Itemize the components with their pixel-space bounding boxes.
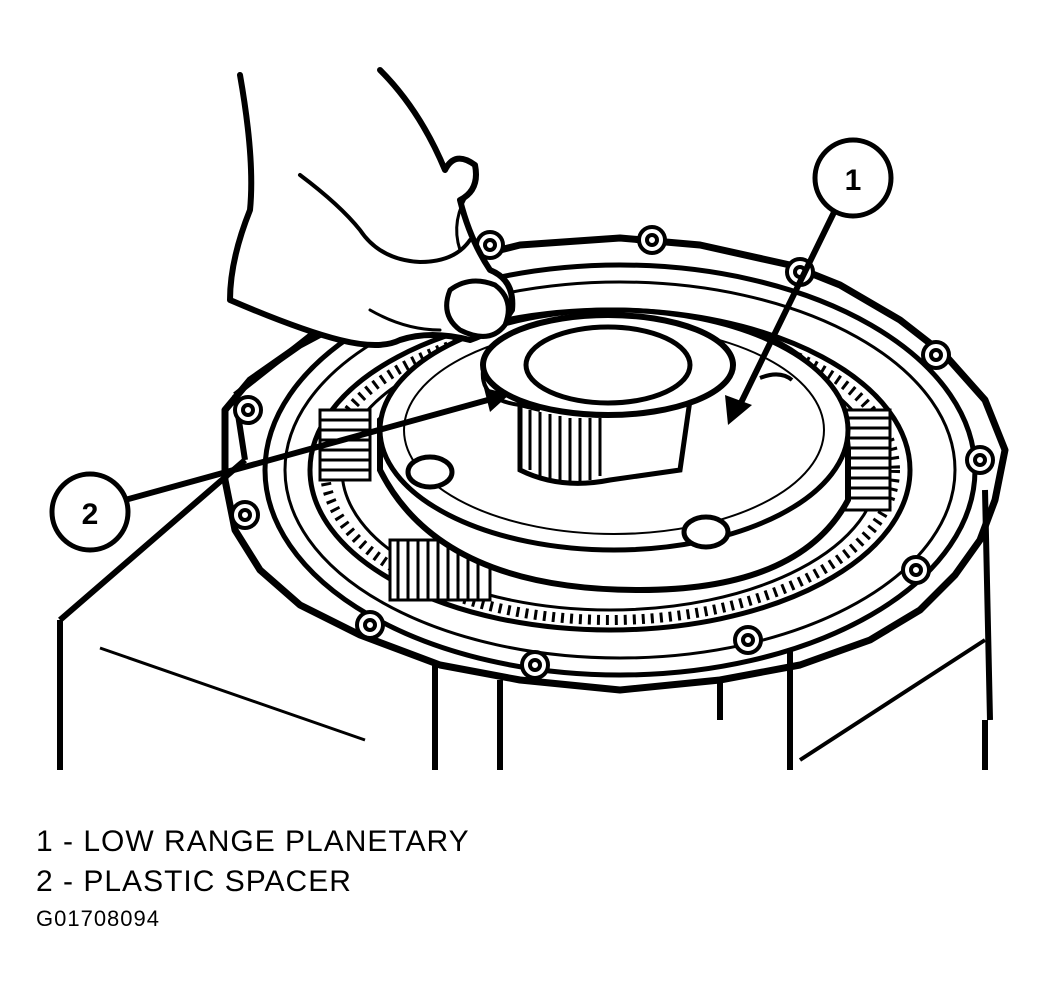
callout-2-arrowhead [484,388,510,412]
plastic-spacer [480,312,736,418]
legend: 1 - LOW RANGE PLANETARY 2 - PLASTIC SPAC… [36,822,470,902]
transfer-case-illustration: 1 2 [49,67,1009,770]
legend-item-text: PLASTIC SPACER [83,865,352,898]
legend-item-separator: - [53,865,84,898]
callout-2-circle [49,471,131,553]
figure-id: G01708094 [36,906,160,931]
callout-2: 2 [49,388,510,553]
sun-gear-hub [517,397,693,486]
legend-item-2: 2 - PLASTIC SPACER [36,862,470,902]
planet-gears [318,408,892,602]
callout-2-leader [124,395,496,503]
legend-item-1: 1 - LOW RANGE PLANETARY [36,822,470,862]
legend-item-separator: - [53,825,84,858]
callout-1-circle [812,137,894,219]
callout-1-leader [732,198,843,417]
callout-1-arrowhead [725,395,752,425]
legend-item-number: 2 [36,865,54,898]
callout-1: 1 [725,137,894,425]
transfer-case-housing [57,317,993,770]
legend-item-text: LOW RANGE PLANETARY [83,825,470,858]
legend-item-number: 1 [36,825,54,858]
hand [227,67,516,348]
callout-2-number: 2 [82,498,99,531]
callout-1-number: 1 [845,164,862,197]
